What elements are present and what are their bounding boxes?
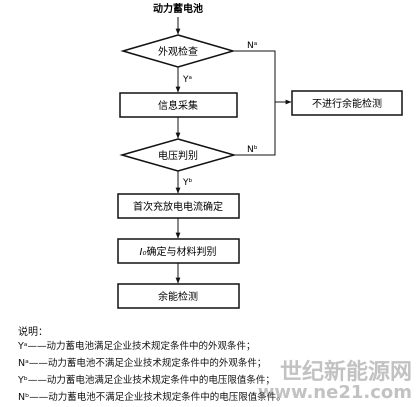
no-test-label: 不进行余能检测 bbox=[312, 97, 382, 110]
edge-na-label: Nᵃ bbox=[247, 41, 257, 51]
legend-text: ——动力蓄电池不满足企业技术规定条件中的外观条件； bbox=[28, 358, 267, 369]
edge-nb-line bbox=[234, 102, 276, 156]
legend-title: 说明： bbox=[18, 327, 48, 338]
legend-text: ——动力蓄电池不满足企业技术规定条件中的电压限值条件。 bbox=[29, 392, 286, 403]
legend-item: Nᵃ——动力蓄电池不满足企业技术规定条件中的外观条件； bbox=[18, 359, 266, 369]
edge-ya-label: Yᵃ bbox=[182, 75, 192, 85]
legend-item: Yᵇ——动力蓄电池满足企业技术规定条件中的电压限值条件； bbox=[18, 376, 275, 386]
capacity-test-box bbox=[117, 283, 240, 309]
legend-item: Nᵇ——动力蓄电池不满足企业技术规定条件中的电压限值条件。 bbox=[18, 393, 286, 403]
legend-key: Nᵇ bbox=[18, 392, 30, 403]
edge-na-line bbox=[233, 50, 276, 102]
info-collect-box bbox=[119, 92, 238, 118]
legend-key: Yᵇ bbox=[18, 375, 28, 386]
voltage-judge-label: 电压判别 bbox=[158, 149, 198, 162]
legend-item: Yᵃ——动力蓄电池满足企业技术规定条件中的外观条件； bbox=[18, 342, 256, 352]
watermark-line2: www.ne21.com bbox=[257, 382, 412, 404]
edge-nb-label: Nᵇ bbox=[247, 145, 258, 155]
legend-text: ——动力蓄电池满足企业技术规定条件中的电压限值条件； bbox=[27, 375, 275, 386]
legend-key: Nᵃ bbox=[18, 358, 29, 369]
first-charge-label: 首次充放电电流确定 bbox=[133, 200, 223, 213]
watermark: 世纪新能源网 www.ne21.com bbox=[258, 361, 412, 403]
legend-text: ——动力蓄电池满足企业技术规定条件中的外观条件； bbox=[27, 341, 256, 352]
edge-yb-label: Yᵇ bbox=[182, 178, 192, 188]
i0-material-text: 确定与材料判别 bbox=[146, 245, 216, 258]
no-test-box bbox=[291, 90, 403, 116]
start-label: 动力蓄电池 bbox=[153, 2, 203, 15]
legend-key: Yᵃ bbox=[18, 341, 28, 352]
watermark-line1: 世纪新能源网 bbox=[279, 360, 412, 386]
i0-material-label: I₀确定与材料判别 bbox=[140, 245, 217, 258]
i0-symbol: I₀ bbox=[140, 247, 147, 258]
capacity-test-label: 余能检测 bbox=[158, 290, 198, 303]
info-collect-label: 信息采集 bbox=[158, 99, 198, 112]
appearance-check-label: 外观检查 bbox=[158, 45, 198, 58]
flowchart: 动力蓄电池 外观检查 Nᵃ Yᵃ 信息采集 电压判别 Nᵇ 不进行余能检测 Yᵇ… bbox=[117, 2, 403, 309]
